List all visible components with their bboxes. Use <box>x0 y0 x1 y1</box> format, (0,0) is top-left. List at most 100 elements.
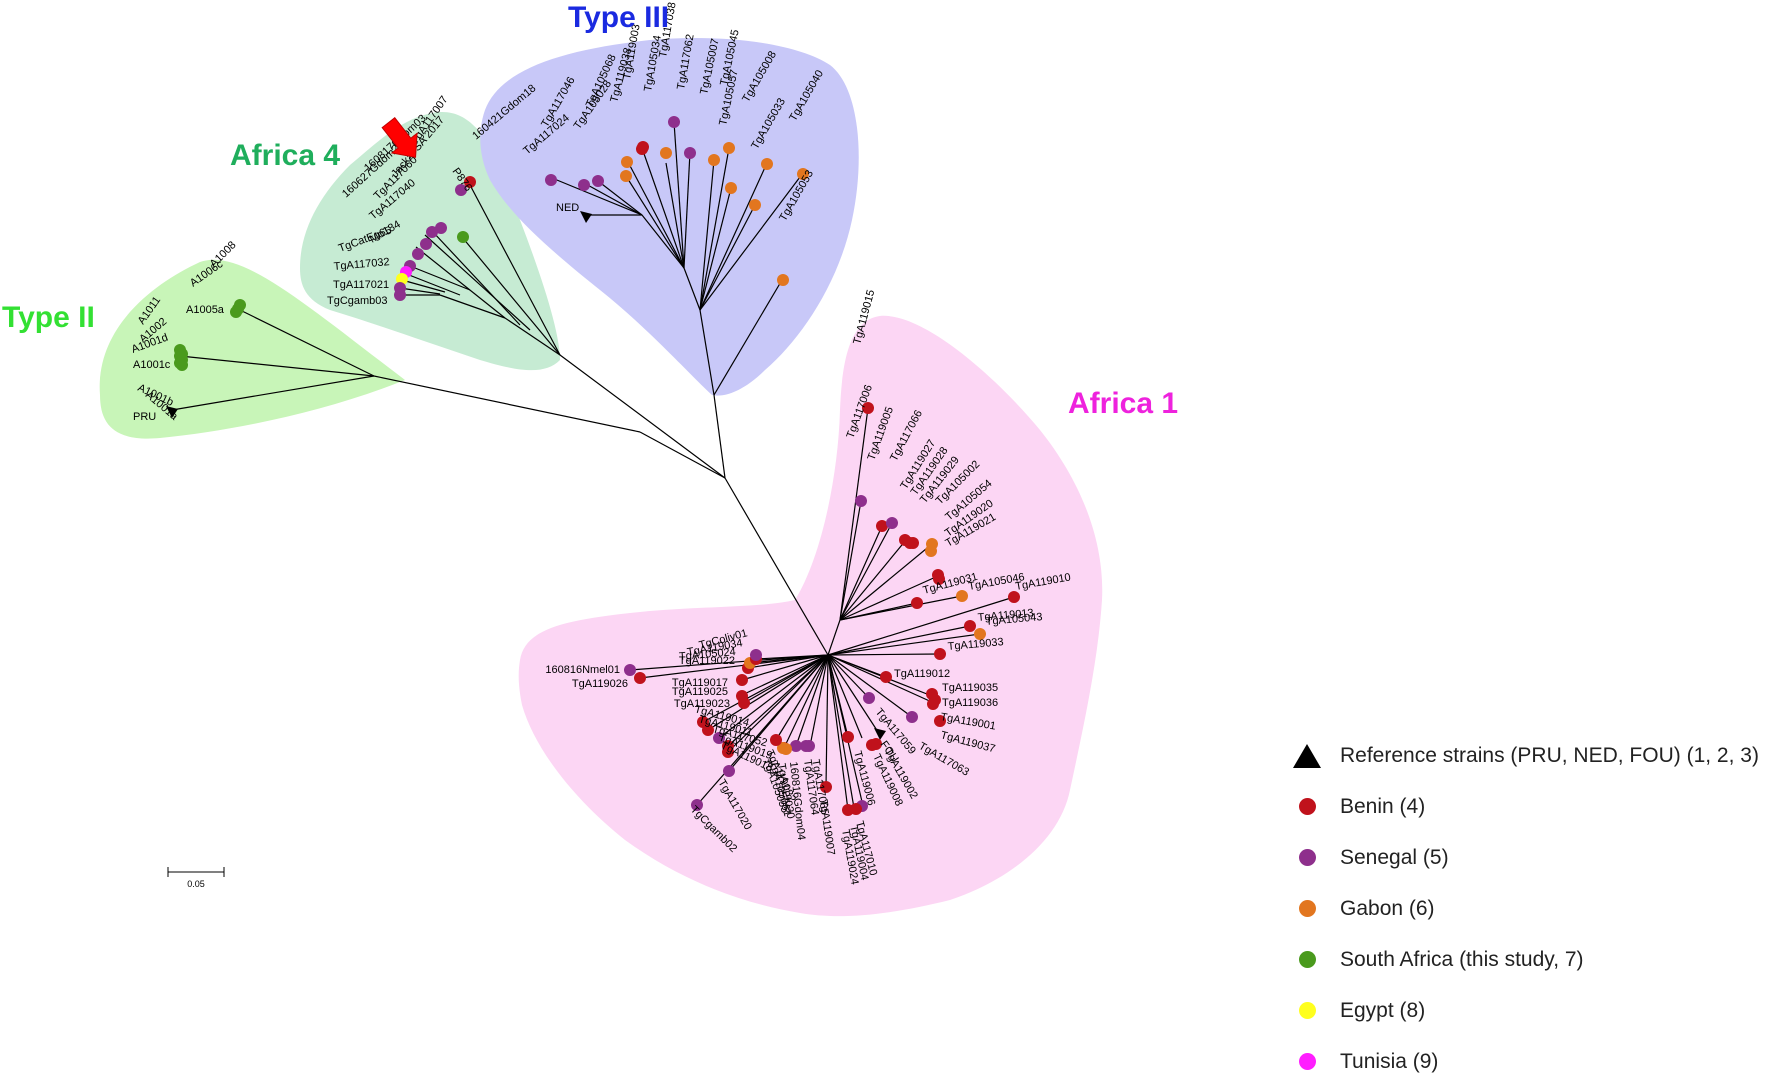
tip-marker-tga105045 <box>723 142 735 154</box>
branch <box>625 175 685 269</box>
circle-icon <box>1290 1002 1324 1019</box>
branch <box>809 654 829 747</box>
branch <box>424 234 531 331</box>
legend-item-senegal-5: Senegal (5) <box>1290 832 1770 883</box>
branch <box>724 477 829 656</box>
tip-marker-tga119025 <box>736 690 748 702</box>
tip-label-tga119033: TgA119033 <box>947 636 1004 653</box>
branch <box>827 654 913 718</box>
tip-marker-tga105007 <box>708 154 720 166</box>
branch <box>827 596 1015 656</box>
tip-marker-tga117059 <box>863 692 875 704</box>
tip-label-tga119012: TgA119012 <box>894 668 950 680</box>
red-arrow-icon <box>381 117 418 158</box>
tip-marker-a1001a <box>176 359 188 371</box>
branch <box>741 654 829 681</box>
legend-item-egypt-8: Egypt (8) <box>1290 985 1770 1036</box>
clade-region-type3 <box>480 37 859 396</box>
tip-marker-tga119033 <box>934 648 946 660</box>
branch <box>827 654 864 807</box>
legend-label: Gabon (6) <box>1340 896 1435 920</box>
tip-marker-tga119003 <box>637 141 649 153</box>
tip-marker-160816nmel01 <box>624 664 636 676</box>
branch <box>839 407 869 621</box>
branch <box>239 309 375 377</box>
branch <box>551 177 643 216</box>
branch <box>583 182 643 216</box>
branch <box>827 633 981 656</box>
branch <box>504 317 561 356</box>
clade-regions <box>99 37 1103 917</box>
branch <box>827 654 933 697</box>
tip-label-tga119023: TgA119023 <box>674 698 730 710</box>
legend-label: Egypt (8) <box>1340 998 1426 1022</box>
branch <box>839 539 907 621</box>
branch <box>839 595 963 621</box>
tip-marker-p876 <box>464 176 476 188</box>
tip-marker-tga105046 <box>956 590 968 602</box>
tip-marker-160627gdom23 <box>412 248 424 260</box>
branch <box>839 575 939 621</box>
legend: Reference strains (PRU, NED, FOU) (1, 2,… <box>1290 730 1770 1087</box>
tip-marker-tga105040 <box>797 168 809 180</box>
branch <box>713 279 783 396</box>
branch <box>707 654 829 731</box>
tip-marker-tga119013 <box>964 620 976 632</box>
tip-marker-tga117066 <box>886 517 898 529</box>
tip-marker-jackal-sa-2017 <box>457 231 469 243</box>
tip-marker-tga117040 <box>420 238 432 250</box>
tip-marker-a1005a <box>230 306 242 318</box>
branch <box>727 654 829 753</box>
legend-label: Reference strains (PRU, NED, FOU) (1, 2,… <box>1340 743 1759 767</box>
tip-marker-tga119014 <box>697 716 709 728</box>
clade-region-type2 <box>99 259 406 439</box>
branch <box>409 265 471 291</box>
branch <box>639 431 726 479</box>
tip-marker-tga105033 <box>749 199 761 211</box>
tip-marker-tga119010 <box>1008 591 1020 603</box>
tip-marker-fou <box>874 728 886 740</box>
tip-marker-tga117046 <box>592 175 604 187</box>
branch <box>432 231 521 326</box>
tip-marker-tga117006 <box>855 495 867 507</box>
legend-item-gabon-6: Gabon (6) <box>1290 883 1770 934</box>
branch <box>401 279 446 293</box>
tip-marker-tga119001 <box>927 698 939 710</box>
tip-marker-tga105028 <box>621 156 633 168</box>
branch <box>673 121 685 269</box>
branch <box>415 246 506 319</box>
tip-marker-tga119008 <box>866 739 878 751</box>
tip-label-tga119026: TgA119026 <box>572 678 628 690</box>
legend-item-benin-4: Benin (4) <box>1290 781 1770 832</box>
tip-marker-tga119032 <box>770 734 782 746</box>
legend-label: South Africa (this study, 7) <box>1340 947 1584 971</box>
circle-icon <box>1290 849 1324 866</box>
legend-label: Benin (4) <box>1340 794 1426 818</box>
tip-marker-tga117032 <box>396 273 408 285</box>
tip-marker-tgcgamb02 <box>691 799 703 811</box>
tip-marker-tga119024 <box>842 804 854 816</box>
circle-icon <box>1290 1053 1324 1070</box>
legend-item-south-africa-this-study-7: South Africa (this study, 7) <box>1290 934 1770 985</box>
branch <box>825 654 829 788</box>
branch <box>683 267 701 311</box>
tip-marker-tga105068 <box>620 170 632 182</box>
branch <box>839 525 883 621</box>
tip-label-tga119025: TgA119025 <box>672 686 728 698</box>
branch <box>179 355 375 377</box>
tip-marker-tga117052 <box>713 732 725 744</box>
branch <box>827 654 849 811</box>
tip-label-tga105024: TgA105024 <box>679 646 737 663</box>
tip-marker-tga119019 <box>722 740 734 752</box>
tip-label-tga119017: TgA119017 <box>672 677 728 689</box>
tip-label-a1005a: A1005a <box>186 304 225 316</box>
circle-icon <box>1290 951 1324 968</box>
branch <box>665 162 685 269</box>
branch <box>597 180 643 216</box>
branch <box>399 287 441 295</box>
tip-label-tga117021: TgA117021 <box>333 279 389 291</box>
scale-bar: 0.05 <box>167 867 225 889</box>
tip-marker-tgcoliv01 <box>750 649 762 661</box>
